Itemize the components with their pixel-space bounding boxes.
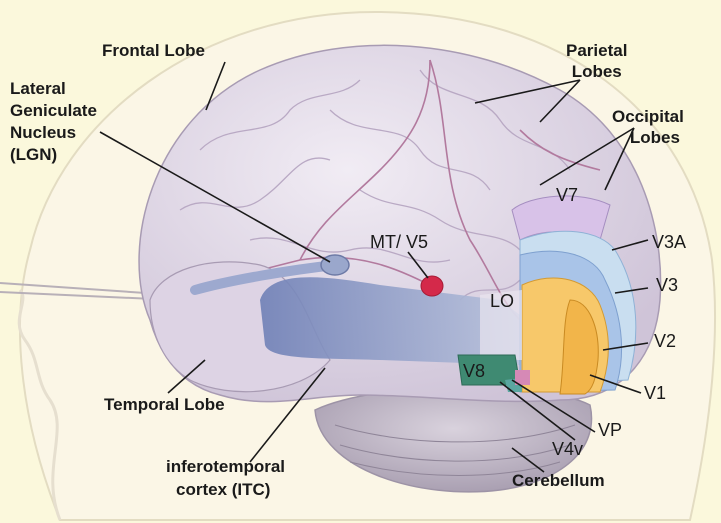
label-v1: V1 [644,384,666,403]
label-occipital-line2: Lobes [612,127,684,148]
label-v2: V2 [654,332,676,351]
label-parietal-line2: Lobes [566,61,627,82]
label-temporal-lobe: Temporal Lobe [104,395,225,414]
label-lgn-line1: Lateral [10,78,97,100]
label-parietal-lobes: Parietal Lobes [566,40,627,82]
lgn-structure [321,255,349,275]
label-vp: VP [598,421,622,440]
label-cerebellum: Cerebellum [512,471,605,490]
label-itc: inferotemporal cortex (ITC) [166,455,285,501]
label-v3: V3 [656,276,678,295]
label-itc-line2: cortex (ITC) [166,478,285,501]
label-v8: V8 [463,362,485,381]
label-mt-v5: MT/ V5 [370,233,428,252]
label-lo: LO [490,292,514,311]
label-parietal-line1: Parietal [566,40,627,61]
label-itc-line1: inferotemporal [166,455,285,478]
label-occipital-line1: Occipital [612,106,684,127]
label-lgn: Lateral Geniculate Nucleus (LGN) [10,78,97,166]
label-lgn-line2: Geniculate [10,100,97,122]
label-lgn-line4: (LGN) [10,144,97,166]
label-v7: V7 [556,186,578,205]
label-v4v: V4v [552,440,583,459]
mt-v5-area [421,276,443,296]
label-lgn-line3: Nucleus [10,122,97,144]
label-frontal-lobe: Frontal Lobe [102,41,205,60]
label-occipital-lobes: Occipital Lobes [612,106,684,148]
label-v3a: V3A [652,233,686,252]
